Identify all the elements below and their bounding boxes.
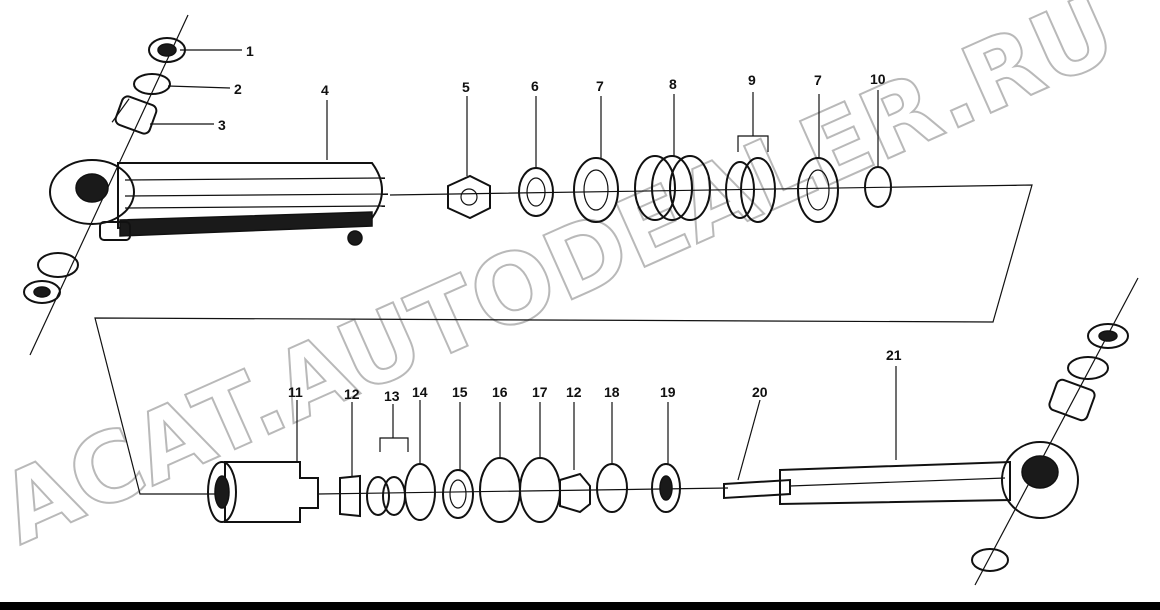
callout-21: 21 [886,347,902,363]
callout-leaders [150,49,897,481]
cylinder-barrel [49,159,389,246]
callout-5: 5 [462,79,470,95]
gland [207,461,319,523]
callout-12a: 12 [344,386,360,402]
callout-9: 9 [748,72,756,88]
callout-18: 18 [604,384,620,400]
callout-20: 20 [752,384,768,400]
assembly-axis-lines [29,14,1139,586]
callout-7a: 7 [596,78,604,94]
callout-11: 11 [288,384,303,400]
callout-10: 10 [870,71,886,87]
bottom-border [0,602,1160,610]
callout-2: 2 [234,81,242,97]
callout-17: 17 [532,384,548,400]
piston-rod [723,441,1079,519]
lower-left-rings [23,252,79,304]
callout-3: 3 [218,117,226,133]
callout-12b: 12 [566,384,582,400]
callout-7b: 7 [814,72,822,88]
callout-19: 19 [660,384,676,400]
nut [447,174,491,220]
callout-14: 14 [412,384,428,400]
callout-labels: 1 2 3 4 5 6 7 8 9 7 10 11 12 13 14 15 16… [218,43,902,404]
upper-left-bushing-stack [111,37,186,135]
lower-row-rings [339,437,681,523]
right-bushing-stack [971,323,1129,572]
callout-15: 15 [452,384,468,400]
callout-1: 1 [246,43,254,59]
callout-4: 4 [321,82,329,98]
callout-16: 16 [492,384,508,400]
callout-8: 8 [669,76,677,92]
callout-6: 6 [531,78,539,94]
callout-13: 13 [384,388,400,404]
